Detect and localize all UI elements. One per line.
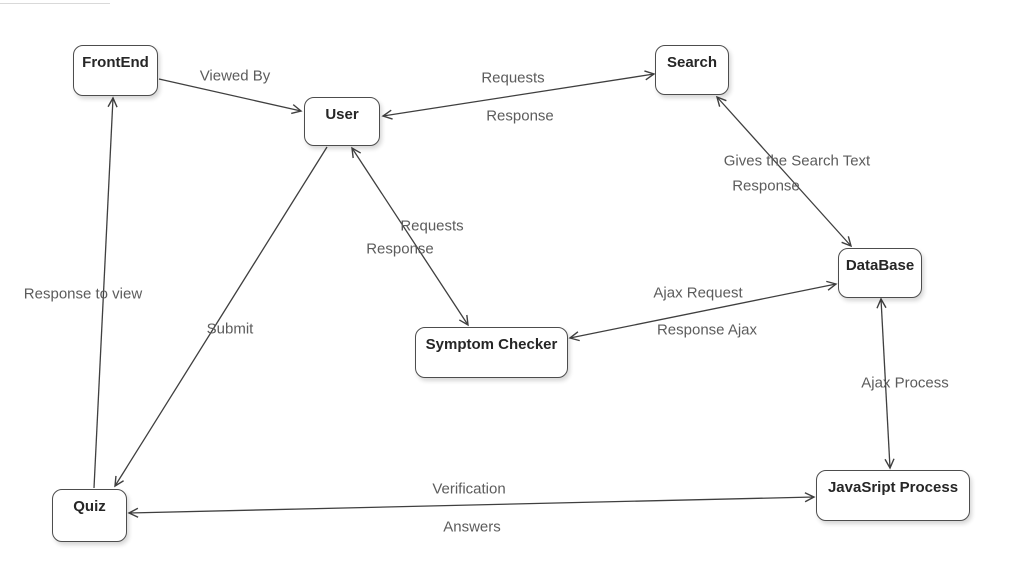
node-symptom-checker[interactable]: Symptom Checker bbox=[415, 327, 568, 378]
edge-label-gives-the-search-text: Gives the Search Text bbox=[723, 152, 871, 170]
node-search[interactable]: Search bbox=[655, 45, 729, 95]
edge-quiz-javascript-process-line bbox=[127, 492, 816, 518]
edge-search-database-line bbox=[715, 95, 853, 248]
node-frontend[interactable]: FrontEnd bbox=[73, 45, 158, 96]
edge-label-user-search-requests: Requests bbox=[481, 69, 545, 87]
node-javascript-process-label: JavaSript Process bbox=[827, 479, 959, 496]
node-frontend-label: FrontEnd bbox=[82, 54, 149, 71]
edge-label-response-ajax: Response Ajax bbox=[656, 321, 758, 339]
edge-label-user-symptom-response: Response bbox=[366, 240, 434, 258]
edge-label-user-symptom-requests: Requests bbox=[400, 217, 464, 235]
edge-database-javascript-process-line bbox=[876, 297, 895, 470]
edge-symptom-checker-database-line bbox=[568, 280, 838, 342]
node-user-label: User bbox=[325, 106, 359, 123]
edge-label-viewed-by: Viewed By bbox=[199, 67, 271, 85]
node-user[interactable]: User bbox=[304, 97, 380, 146]
node-search-label: Search bbox=[666, 54, 718, 71]
edge-frontend-user-line bbox=[158, 78, 303, 115]
edge-user-search-line bbox=[381, 70, 656, 120]
node-symptom-checker-label: Symptom Checker bbox=[425, 336, 558, 353]
node-quiz[interactable]: Quiz bbox=[52, 489, 127, 542]
canvas-edge-artifact bbox=[0, 3, 110, 4]
node-javascript-process[interactable]: JavaSript Process bbox=[816, 470, 970, 521]
edge-user-quiz-line bbox=[114, 146, 328, 488]
edge-label-response-to-view: Response to view bbox=[23, 285, 143, 303]
edge-user-symptom-checker-line bbox=[351, 146, 469, 327]
edge-label-ajax-request: Ajax Request bbox=[653, 284, 743, 302]
edge-label-answers: Answers bbox=[443, 518, 501, 536]
edge-label-ajax-process: Ajax Process bbox=[861, 374, 949, 392]
node-quiz-label: Quiz bbox=[73, 498, 106, 515]
node-database[interactable]: DataBase bbox=[838, 248, 922, 298]
edge-label-submit: Submit bbox=[206, 320, 254, 338]
edge-label-user-search-response: Response bbox=[486, 107, 554, 125]
edge-label-verification: Verification bbox=[432, 480, 506, 498]
edge-quiz-frontend-line bbox=[93, 96, 118, 489]
node-database-label: DataBase bbox=[845, 257, 915, 274]
edge-label-search-database-response: Response bbox=[732, 177, 800, 195]
